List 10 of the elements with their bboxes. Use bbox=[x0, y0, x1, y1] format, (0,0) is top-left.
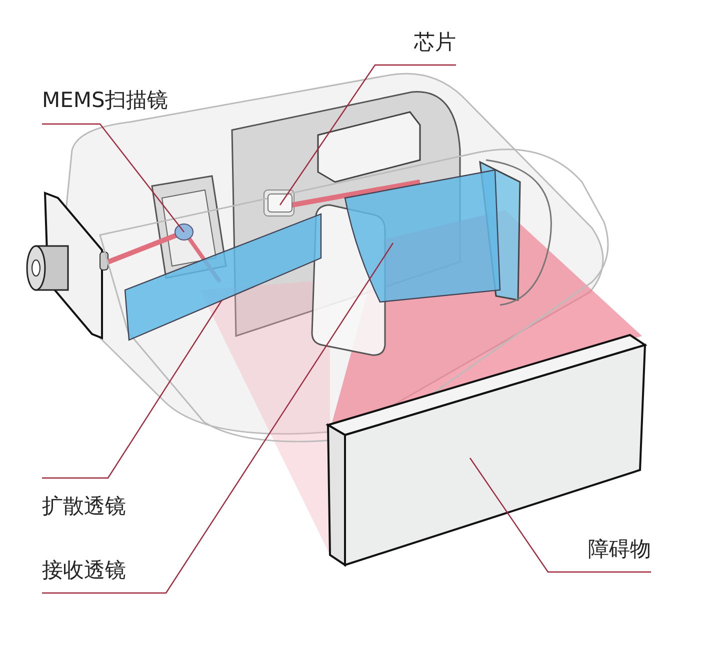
callout-label: 芯片 bbox=[414, 29, 456, 56]
callout-label: 扩散透镜 bbox=[42, 493, 126, 520]
callout-label: 接收透镜 bbox=[42, 557, 126, 584]
leader-line bbox=[42, 242, 394, 594]
leader-line bbox=[470, 458, 651, 573]
leader-line bbox=[42, 300, 222, 479]
callout-label: 障碍物 bbox=[588, 536, 651, 563]
leader-line bbox=[42, 123, 184, 232]
leader-line bbox=[280, 64, 456, 206]
callout-label: MEMS扫描镜 bbox=[42, 87, 168, 114]
